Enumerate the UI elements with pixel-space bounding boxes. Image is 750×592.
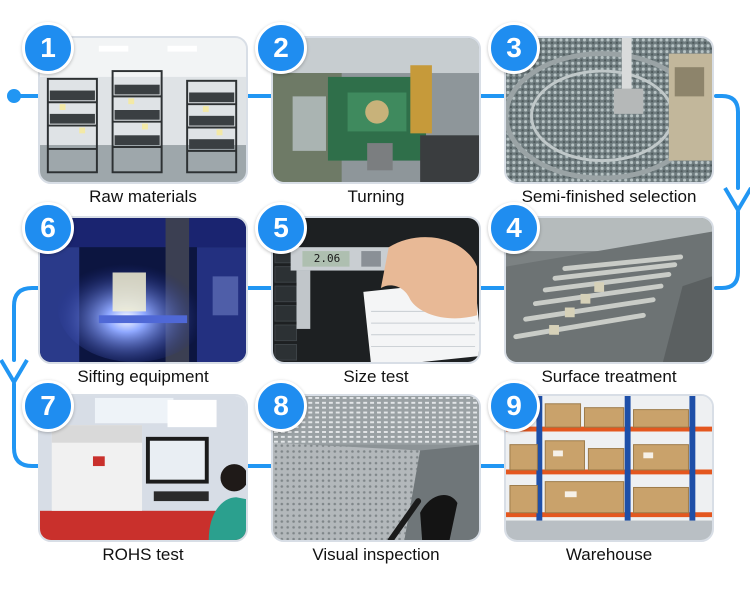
caliper-readout: 2.06 [313,252,341,265]
step-number-badge: 6 [22,202,74,254]
step-label: ROHS test [102,545,184,564]
step-number-badge: 3 [488,22,540,74]
step-number-badge: 9 [488,380,540,432]
sifting-equipment-photo [38,216,248,364]
flow-arrow-down-icon [0,358,29,384]
connector-line [12,382,42,468]
warehouse-photo [504,394,714,542]
step-label: Visual inspection [312,545,440,564]
step-label: Raw materials [89,187,197,206]
flow-arrow-down-icon [723,186,750,212]
connector-line [714,210,740,290]
step-label: Surface treatment [541,367,677,386]
step-turning: 2 Turning [255,22,481,216]
semi-finished-selection-photo [504,36,714,184]
step-size-test: 2.06 5 Size test [255,202,481,396]
raw-materials-photo [38,36,248,184]
step-rohs-test: 7 ROHS test [22,380,248,574]
step-semi-finished-selection: 3 Semi-finished selection [488,22,714,216]
step-raw-materials: 1 Raw materials [22,22,248,216]
step-label: Semi-finished selection [521,187,697,206]
turning-photo [271,36,481,184]
step-visual-inspection: 8 Visual inspection [255,380,481,574]
step-label: Warehouse [565,545,653,564]
flow-start-dot [7,89,21,103]
rohs-test-photo [38,394,248,542]
step-number-badge: 1 [22,22,74,74]
step-warehouse: 9 Warehouse [488,380,714,574]
step-number-badge: 2 [255,22,307,74]
connector-line [714,94,740,190]
step-label: Turning [347,187,405,206]
step-label: Size test [343,367,409,386]
step-number-badge: 7 [22,380,74,432]
step-sifting-equipment: 6 Sifting equipment [22,202,248,396]
step-label: Sifting equipment [77,367,209,386]
step-surface-treatment: 4 Surface treatment [488,202,714,396]
step-number-badge: 4 [488,202,540,254]
visual-inspection-photo [271,394,481,542]
step-number-badge: 5 [255,202,307,254]
step-number-badge: 8 [255,380,307,432]
connector-line [12,286,42,362]
surface-treatment-photo [504,216,714,364]
